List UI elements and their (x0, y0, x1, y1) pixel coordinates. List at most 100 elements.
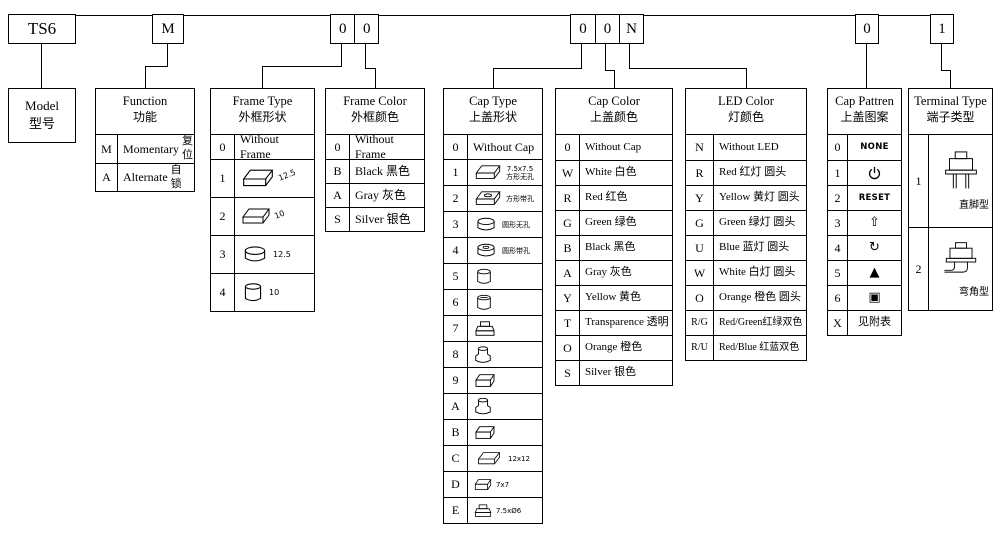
code-cell: 0 (326, 135, 350, 159)
code-cell: 3 (828, 211, 848, 235)
connector (941, 44, 942, 70)
led-color-table: LED Color 灯颜色 N Without LED R Red 红灯 圆头 … (685, 88, 807, 361)
code-cell: A (444, 394, 468, 419)
cap-color-code: 0 (595, 15, 619, 43)
table-row: W White 白灯 圆头 (686, 260, 806, 285)
code-cell: 4 (211, 274, 235, 311)
table-row: U Blue 蓝灯 圆头 (686, 235, 806, 260)
connector (145, 66, 146, 88)
dimension-label: 10 (269, 287, 280, 297)
table-row: R Red 红灯 圆头 (686, 160, 806, 185)
code-cell: A (96, 164, 118, 191)
header-zh: 外框形状 (238, 109, 287, 124)
pattern-see-table-label: 见附表 (858, 316, 891, 329)
round-stem-cap-icon (473, 345, 493, 365)
header-en: Terminal Type (914, 94, 987, 108)
cap-note: 7.5x7.5 (506, 164, 534, 173)
connector (866, 44, 867, 88)
cap-type-table-header: Cap Type 上盖形状 (444, 89, 542, 135)
header-zh: 端子类型 (926, 109, 975, 124)
table-row: A Gray 灰色 (326, 183, 424, 207)
table-row: G Green 绿色 (556, 210, 672, 235)
code-cell: 0 (828, 135, 848, 160)
table-row: 7 (444, 315, 542, 341)
table-row: C 12x12 (444, 445, 542, 471)
connector (581, 44, 582, 68)
function-code: M (161, 20, 175, 37)
table-row: 9 (444, 367, 542, 393)
table-row: W White 白色 (556, 160, 672, 185)
table-row: O Orange 橙色 (556, 335, 672, 360)
terminal-code: 1 (938, 20, 946, 37)
power-icon (867, 166, 882, 181)
cap-note: 12x12 (508, 454, 530, 463)
table-row: 0 NONE (828, 135, 901, 160)
code-cell: W (556, 161, 580, 185)
code-cell: 8 (444, 342, 468, 367)
model-title-en: Model (25, 98, 59, 113)
pattern-reset-label: RESET (858, 192, 891, 203)
label-cell: White 白色 (585, 166, 637, 179)
table-row: O Orange 橙色 圆头 (686, 285, 806, 310)
code-cell: B (326, 160, 350, 183)
header-zh: 灯颜色 (727, 109, 764, 124)
table-row: S Silver 银色 (326, 207, 424, 231)
cap-note: 7x7 (496, 480, 510, 489)
pattern-code: 0 (863, 20, 871, 37)
table-row: 6 ▣ (828, 285, 901, 310)
square-cap-icon (473, 164, 503, 182)
label-zh: 自锁 (170, 164, 182, 190)
table-row: R/U Red/Blue 红蓝双色 (686, 335, 806, 360)
code-cell: C (444, 446, 468, 471)
terminal-straight-icon (941, 150, 981, 198)
code-cell: 0 (556, 135, 580, 160)
label-cell: Green 绿灯 圆头 (719, 216, 796, 229)
led-color-code: N (619, 15, 643, 43)
label-en: Momentary (123, 141, 179, 156)
label-cell: Black 黑色 (355, 164, 410, 178)
function-table-header: Function 功能 (96, 89, 194, 135)
header-en: Cap Color (588, 94, 640, 108)
code-cell: A (556, 261, 580, 285)
label-zh: 复位 (182, 135, 193, 161)
code-cell: 0 (211, 135, 235, 159)
table-row: R Red 红色 (556, 185, 672, 210)
code-cell: W (686, 261, 714, 285)
code-cell: 2 (909, 228, 929, 310)
connector (167, 44, 168, 66)
frame-type-code: 0 (338, 20, 347, 37)
table-row: X 见附表 (828, 310, 901, 335)
code-cell: 5 (444, 264, 468, 289)
round-stem-cap-icon (473, 396, 493, 417)
header-zh: 上盖形状 (468, 109, 517, 124)
small-square-cap-icon (473, 477, 493, 493)
label-cell: Silver 银色 (585, 366, 637, 379)
header-en: Cap Pattren (835, 94, 894, 108)
label-cell: Without Cap (473, 139, 535, 154)
square-box-cap-icon (473, 372, 497, 390)
label-cell: Gray 灰色 (355, 188, 406, 202)
connector (262, 66, 342, 67)
connector (746, 68, 747, 88)
code-cell: 6 (444, 290, 468, 315)
cap-color-table-header: Cap Color 上盖颜色 (556, 89, 672, 135)
code-cell: R (686, 161, 714, 185)
header-zh: 功能 (132, 109, 157, 124)
table-row: 2 方形带孔 (444, 185, 542, 211)
code-cell: S (556, 361, 580, 385)
code-cell: U (686, 236, 714, 260)
terminal-bent-icon (941, 239, 981, 285)
cap-note: 圆形无孔 (502, 220, 530, 229)
label-cell: Green 绿色 (585, 216, 637, 229)
code-cell: Y (686, 186, 714, 210)
code-cell: B (444, 420, 468, 445)
code-cell: 9 (444, 368, 468, 393)
table-row: 4 圆形带孔 (444, 237, 542, 263)
table-row: 2 RESET (828, 185, 901, 210)
connector (41, 44, 42, 88)
label-cell: Blue 蓝灯 圆头 (719, 241, 790, 254)
